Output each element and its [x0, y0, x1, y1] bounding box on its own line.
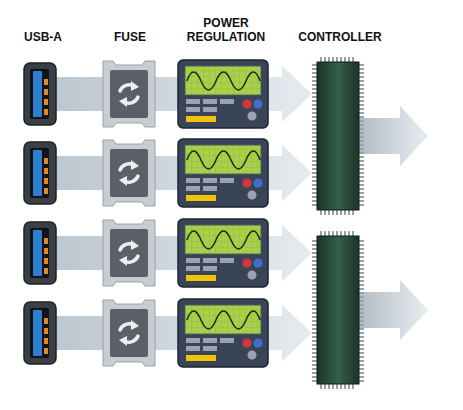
- usb-power-row: [24, 139, 312, 207]
- column-header: USB-A: [8, 30, 78, 44]
- column-header: FUSE: [100, 30, 160, 44]
- usb-power-row: [24, 219, 312, 287]
- column-header: CONTROLLER: [290, 30, 390, 44]
- controller-chip: [312, 57, 364, 215]
- usb-power-row: [24, 60, 312, 128]
- column-header: POWER REGULATION: [180, 16, 272, 44]
- controller-chip: [312, 231, 364, 389]
- usb-power-row: [24, 299, 312, 367]
